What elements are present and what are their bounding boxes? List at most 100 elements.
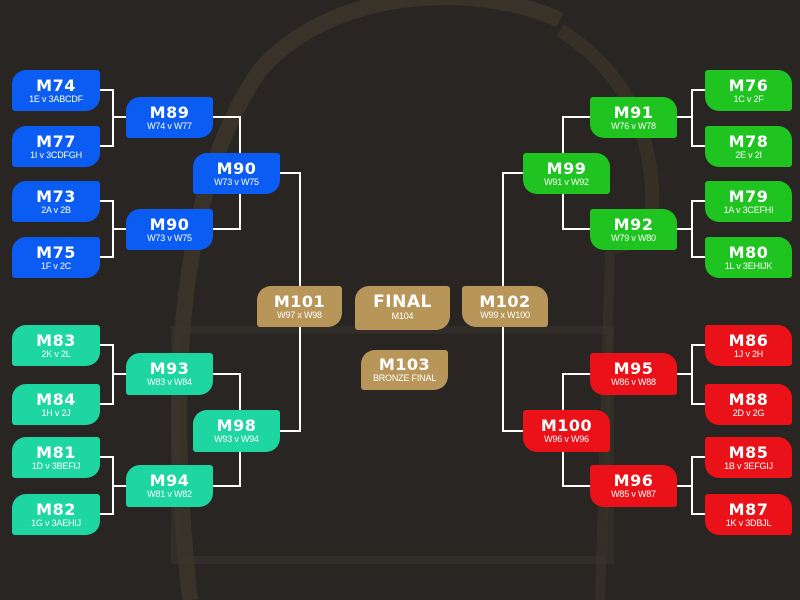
match-id: M82 bbox=[36, 499, 76, 519]
connector bbox=[677, 89, 705, 147]
match-teams: W73 v W75 bbox=[147, 232, 192, 243]
match-id: M75 bbox=[36, 242, 76, 262]
match-teams: W73 v W75 bbox=[214, 176, 259, 187]
match-id: M76 bbox=[728, 75, 769, 95]
connector bbox=[677, 344, 705, 405]
match-id: M77 bbox=[36, 131, 76, 151]
connector bbox=[213, 116, 241, 230]
match-id: M78 bbox=[728, 131, 769, 151]
match-teams: BRONZE FINAL bbox=[372, 373, 437, 383]
match-teams: W96 v W96 bbox=[544, 434, 589, 444]
connector bbox=[562, 373, 590, 487]
match-id: M87 bbox=[728, 499, 769, 519]
connector bbox=[677, 200, 705, 258]
connector bbox=[100, 200, 126, 258]
match-teams: W81 v W82 bbox=[147, 489, 192, 499]
match-id: M95 bbox=[613, 359, 654, 378]
match-id: M85 bbox=[728, 442, 769, 462]
connector bbox=[100, 89, 126, 147]
connector bbox=[100, 456, 126, 515]
match-teams: W93 v W94 bbox=[214, 434, 259, 444]
match-teams: 2E v 2I bbox=[735, 149, 762, 160]
match-id: M102 bbox=[479, 291, 531, 311]
match-teams: W85 v W87 bbox=[611, 489, 656, 499]
match-teams: M104 bbox=[391, 311, 414, 321]
connector bbox=[562, 116, 590, 230]
match-teams: 1A v 3CEFHI bbox=[723, 204, 774, 215]
match-id: M86 bbox=[728, 330, 769, 350]
match-id: M90 bbox=[149, 214, 190, 234]
match-id: M101 bbox=[273, 291, 326, 311]
match-teams: W76 v W78 bbox=[611, 120, 656, 131]
match-id: M88 bbox=[728, 389, 769, 409]
match-id: M91 bbox=[613, 102, 654, 122]
match-teams: 2A v 2B bbox=[41, 204, 71, 215]
match-teams: W79 v W80 bbox=[611, 232, 656, 243]
connector bbox=[213, 373, 241, 487]
match-id: FINAL bbox=[373, 292, 432, 312]
match-teams: 2D v 2G bbox=[732, 407, 765, 418]
match-id: M93 bbox=[149, 359, 190, 378]
match-teams: 1I v 3CDFGH bbox=[30, 149, 82, 160]
match-id: M84 bbox=[36, 389, 76, 409]
match-id: M96 bbox=[613, 471, 654, 490]
match-id: M79 bbox=[728, 186, 769, 206]
match-teams: W91 v W92 bbox=[544, 176, 589, 187]
match-teams: 1J v 2H bbox=[733, 348, 764, 359]
match-id: M81 bbox=[36, 442, 76, 462]
match-id: M73 bbox=[36, 186, 76, 206]
match-id: M83 bbox=[36, 330, 76, 350]
match-teams: W83 v W84 bbox=[147, 377, 192, 387]
match-id: M90 bbox=[216, 158, 257, 178]
match-teams: W86 v W88 bbox=[611, 377, 656, 387]
match-teams: 1H v 2J bbox=[41, 407, 71, 418]
match-teams: 1C v 2F bbox=[733, 93, 764, 104]
match-id: M99 bbox=[546, 158, 587, 178]
connector bbox=[100, 344, 126, 405]
match-teams: 1L v 3EHIJK bbox=[724, 260, 773, 271]
match-id: M100 bbox=[540, 416, 593, 435]
match-teams: 1E v 3ABCDF bbox=[29, 93, 83, 104]
match-id: M80 bbox=[728, 242, 769, 262]
match-id: M89 bbox=[149, 102, 190, 122]
match-teams: 1D v 3BEFIJ bbox=[31, 460, 81, 471]
match-teams: 1F v 2C bbox=[40, 260, 72, 271]
connector bbox=[280, 172, 301, 432]
match-teams: 1K v 3DBJL bbox=[725, 517, 772, 528]
match-id: M103 bbox=[378, 355, 431, 374]
match-teams: W74 v W77 bbox=[147, 120, 192, 131]
